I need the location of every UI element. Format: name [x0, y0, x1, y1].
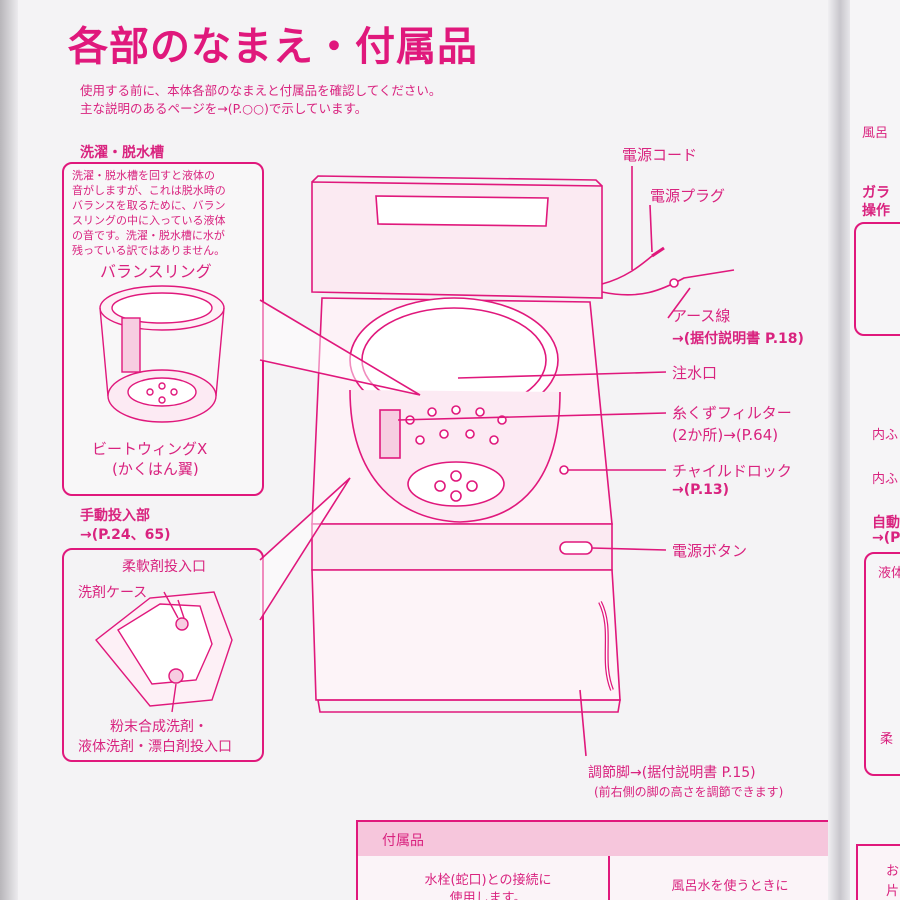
accessories-table: 付属品 水栓(蛇口)との接続に 使用します。 風呂水を使うときに [356, 820, 856, 900]
book-gutter [828, 0, 850, 900]
next-page-text-10: お [886, 864, 900, 879]
page-edge-shadow [0, 0, 18, 900]
next-page-text-3: 操作 [862, 203, 890, 219]
child-lock-ref: →(P.13) [672, 482, 730, 498]
beat-wing-sub-label: (かくはん翼) [112, 460, 199, 478]
power-cord-label: 電源コード [622, 146, 698, 164]
earth-wire-ref: →(据付説明書 P.18) [672, 331, 804, 347]
tub-note-5: の音です。洗濯・脱水槽に水が [72, 229, 225, 242]
next-page-text-4: 内ふ [872, 428, 899, 443]
manual-section-ref: →(P.24、65) [80, 527, 171, 543]
child-lock-label: チャイルドロック [672, 462, 792, 480]
next-page-text-6: 自動 [872, 515, 900, 531]
next-page: 風呂 ガラ 操作 内ふ 内ふ 自動 →(P 液体 柔 お 片 [850, 0, 900, 900]
inlet-label-2: 液体洗剤・漂白剤投入口 [78, 739, 232, 755]
table-divider [608, 856, 610, 900]
next-page-text-8: 液体 [878, 566, 900, 581]
next-page-text-2: ガラ [862, 185, 890, 201]
accessory-2-line-1: 風呂水を使うときに [671, 879, 789, 894]
next-page-text-5: 内ふ [872, 472, 899, 487]
beat-wing-label: ビートウィングX [92, 440, 208, 458]
accessories-heading: 付属品 [382, 833, 424, 849]
accessory-1-line-2: 使用します。 [449, 891, 527, 900]
next-page-text-1: 風呂 [862, 126, 889, 141]
intro-line-2: 主な説明のあるページを→(P.○○)で示しています。 [80, 101, 368, 116]
tub-note-4: スリングの中に入っている液体 [72, 214, 226, 227]
lint-filter-label: 糸くずフィルター [672, 404, 792, 422]
next-page-box-2 [864, 552, 900, 776]
adjustable-foot-note: (前右側の脚の高さを調節できます) [594, 785, 784, 799]
water-inlet-label: 注水口 [672, 364, 718, 382]
detergent-case-label: 洗剤ケース [78, 585, 148, 601]
power-plug-label: 電源プラグ [650, 187, 726, 205]
intro-line-1: 使用する前に、本体各部のなまえと付属品を確認してください。 [80, 83, 442, 98]
inlet-label-1: 粉末合成洗剤・ [110, 719, 208, 735]
earth-wire-label: アース線 [672, 307, 731, 325]
adjustable-foot-label: 調節脚→(据付説明書 P.15) [588, 765, 756, 781]
page-title: 各部のなまえ・付属品 [68, 24, 478, 70]
next-page-table [856, 844, 900, 900]
next-page-text-9: 柔 [880, 732, 894, 747]
manual-section-heading: 手動投入部 [80, 508, 150, 524]
softener-inlet-label: 柔軟剤投入口 [122, 559, 206, 575]
tub-note-2: 音がしますが、これは脱水時の [72, 184, 226, 197]
next-page-box-1 [854, 222, 900, 336]
accessories-header [358, 822, 854, 856]
balance-ring-label: バランスリング [100, 262, 212, 281]
power-button-label: 電源ボタン [672, 542, 748, 560]
lint-filter-ref: (2か所)→(P.64) [672, 426, 779, 444]
manual-callout-box [62, 548, 264, 762]
next-page-text-7: →(P [872, 530, 900, 546]
accessory-1-line-1: 水栓(蛇口)との接続に [424, 873, 552, 888]
tub-section-heading: 洗濯・脱水槽 [80, 145, 164, 161]
next-page-text-11: 片 [886, 884, 900, 899]
tub-note-1: 洗濯・脱水槽を回すと液体の [72, 169, 215, 182]
tub-note-6: 残っている訳ではありません。 [72, 244, 226, 257]
tub-note-3: バランスを取るために、バラン [72, 199, 226, 212]
